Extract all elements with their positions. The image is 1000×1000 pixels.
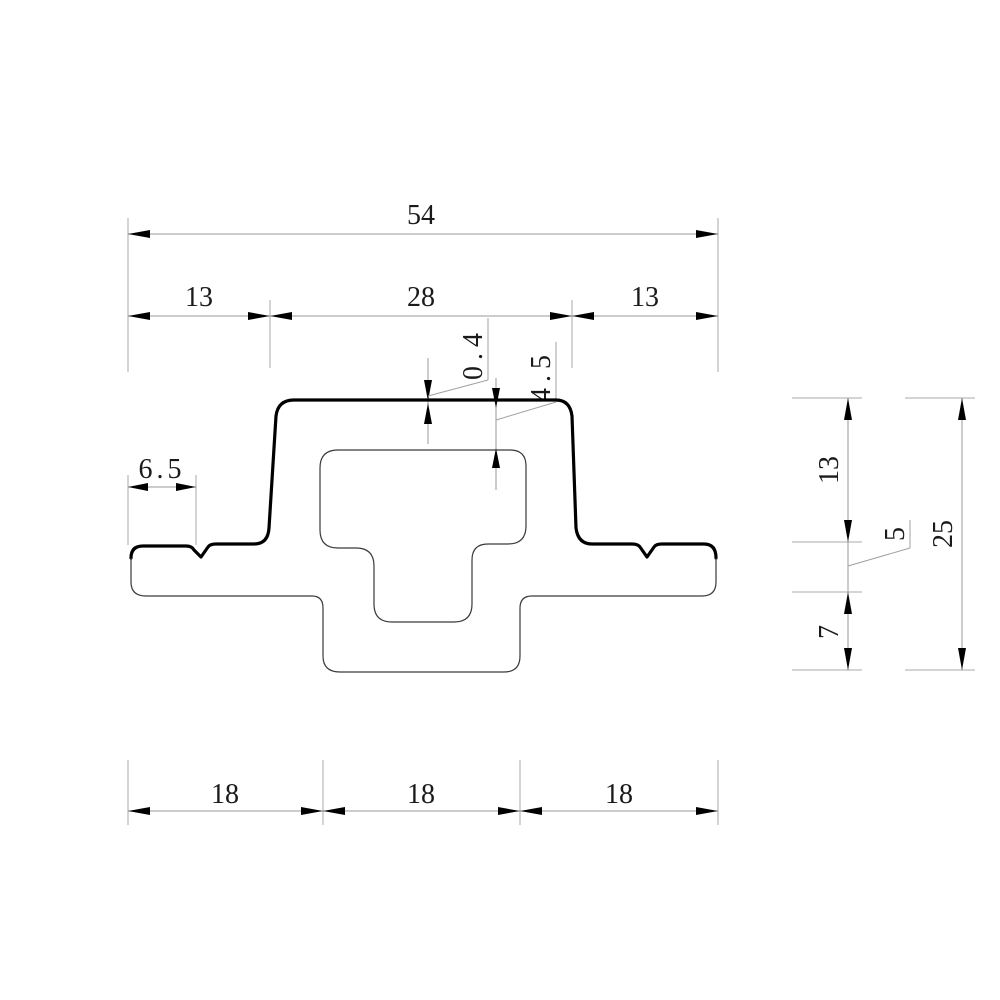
arrow: [696, 807, 718, 815]
dimension-inner-gap: 4.5: [492, 342, 557, 490]
inner-cavity: [319, 449, 527, 623]
arrow-up: [424, 403, 432, 424]
arrow: [498, 807, 520, 815]
arrow-up: [492, 448, 500, 468]
dimension-bottom-row: 18 18 18: [128, 779, 718, 815]
dimension-label-25: 25: [928, 520, 959, 548]
dimension-label-6-5: 6.5: [139, 454, 186, 485]
dimension-label-bottom-center: 18: [407, 779, 435, 810]
arrow: [572, 312, 594, 320]
arrow-right: [176, 483, 196, 491]
arrow-down: [424, 380, 432, 401]
arrow-left: [128, 483, 148, 491]
rail-profile: [129, 398, 718, 673]
dimension-label-center-top: 28: [407, 282, 435, 313]
profile-top-edge: [129, 398, 718, 560]
arrow-down: [492, 388, 500, 408]
dimension-label-height-upper: 13: [814, 456, 845, 484]
dimension-label-0-4: 0.4: [458, 327, 489, 380]
dimension-label-4-5: 4.5: [526, 349, 557, 402]
arrow-left: [128, 230, 150, 238]
arrow-up: [844, 398, 852, 420]
arrow-down: [958, 648, 966, 670]
arrow-down: [844, 520, 852, 542]
dimension-label-height-middle: 5: [880, 527, 911, 541]
dimension-label-right-flange: 13: [631, 282, 659, 313]
arrow: [550, 312, 572, 320]
arrow-up: [958, 398, 966, 420]
dimension-height-total: 25: [928, 398, 966, 670]
dimension-height-stack: 13 5 7: [814, 398, 911, 670]
dimension-groove-offset: 6.5: [128, 454, 196, 491]
arrow-down: [844, 648, 852, 670]
dimension-wall-thickness: 0.4: [424, 318, 489, 444]
dimension-label-bottom-left: 18: [211, 779, 239, 810]
arrow: [270, 312, 292, 320]
arrow-up: [844, 592, 852, 614]
arrow: [696, 312, 718, 320]
dimension-label-height-lower: 7: [814, 625, 845, 639]
dimension-label-54: 54: [407, 200, 435, 231]
dimension-label-bottom-right: 18: [605, 779, 633, 810]
arrow: [520, 807, 542, 815]
profile-bottom-edge: [130, 558, 717, 673]
arrow: [248, 312, 270, 320]
arrow: [323, 807, 345, 815]
arrow: [128, 807, 150, 815]
dimension-overall-width: 54: [128, 200, 718, 238]
arrow: [301, 807, 323, 815]
dimension-label-left-flange: 13: [185, 282, 213, 313]
arrow-right: [696, 230, 718, 238]
arrow: [128, 312, 150, 320]
dimension-flanges-row: 13 28 13: [128, 282, 718, 320]
